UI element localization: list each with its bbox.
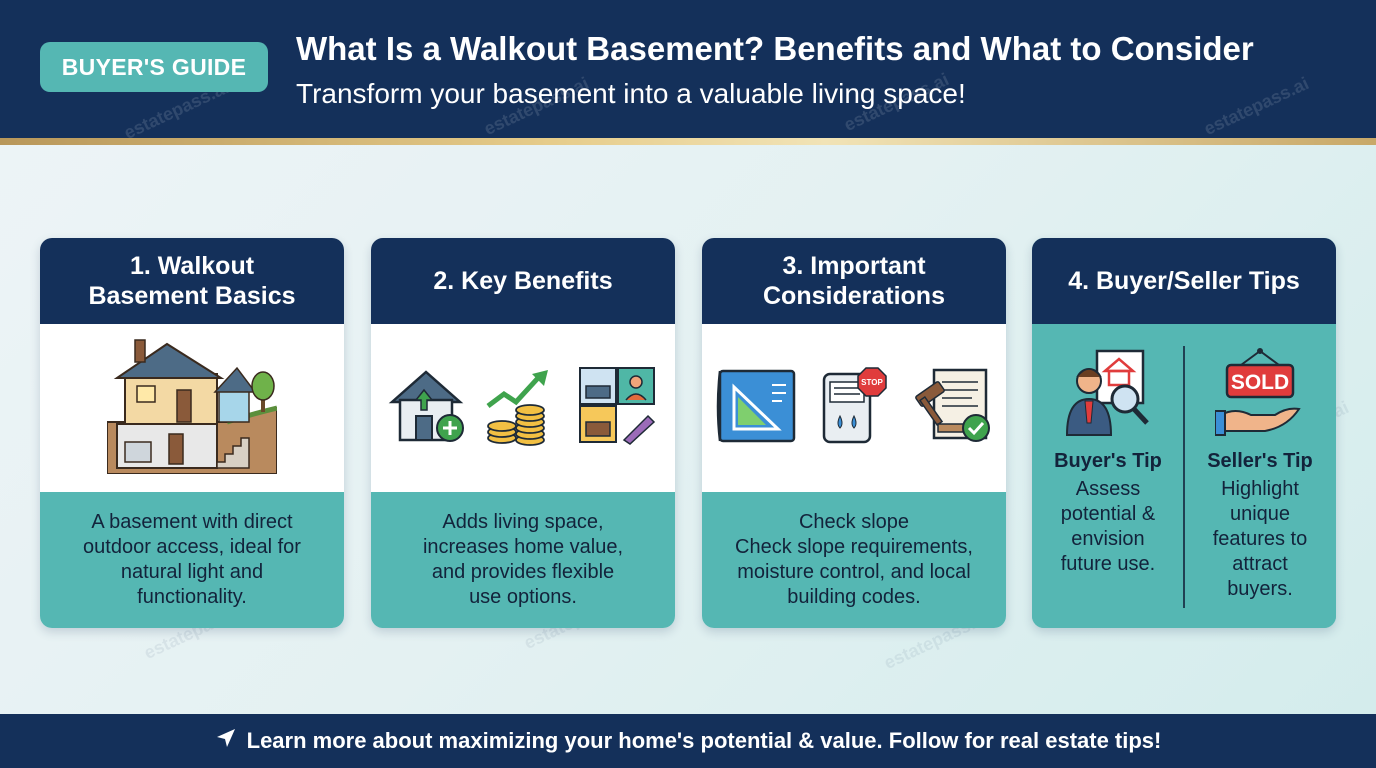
- card-walkout-basics: 1. Walkout Basement Basics: [40, 238, 344, 628]
- card-buyer-seller-tips: 4. Buyer/Seller Tips: [1032, 238, 1336, 628]
- tips-panel: Buyer's Tip Assess potential & envision …: [1032, 324, 1336, 628]
- card-title-line: Considerations: [763, 282, 945, 310]
- card-text-line: Adds living space,: [442, 511, 604, 533]
- card-text-line: Check slope requirements,: [735, 536, 973, 558]
- card-text-line: functionality.: [137, 586, 247, 608]
- card-title-line: 2. Key Benefits: [433, 267, 613, 295]
- card-title: 2. Key Benefits: [371, 238, 675, 324]
- gold-divider: [0, 138, 1376, 145]
- tip-text-line: envision: [1071, 528, 1145, 550]
- walkout-house-icon: [106, 338, 278, 479]
- buyer-tip: Buyer's Tip Assess potential & envision …: [1032, 324, 1184, 628]
- slope-blueprint-icon: [716, 367, 798, 450]
- growth-coins-icon: [486, 366, 560, 451]
- card-text-line: increases home value,: [422, 536, 624, 558]
- card-text-line: natural light and: [120, 561, 264, 583]
- card-description: A basement with direct outdoor access, i…: [40, 492, 344, 628]
- card-description: Check slope Check slope requirements, mo…: [702, 492, 1006, 628]
- card-illustration: [371, 324, 675, 492]
- page-title: What Is a Walkout Basement? Benefits and…: [296, 30, 1254, 67]
- sold-sign-icon: SOLD: [1214, 347, 1305, 442]
- card-text-line: Check slope: [798, 511, 910, 533]
- card-text-line: use options.: [469, 586, 577, 608]
- seller-tip-text: Highlight unique features to attract buy…: [1213, 477, 1308, 602]
- card-text-line: A basement with direct: [91, 511, 293, 533]
- card-text-line: outdoor access, ideal for: [83, 536, 301, 558]
- tip-text-line: features to: [1212, 528, 1308, 550]
- tip-text-line: buyers.: [1227, 578, 1293, 600]
- tip-divider: [1183, 346, 1185, 608]
- seller-tip: SOLD Seller's Tip Highlight unique featu…: [1184, 324, 1336, 628]
- sold-label: SOLD: [1231, 371, 1289, 394]
- card-title-line: 3. Important: [782, 252, 926, 280]
- card-text-line: building codes.: [787, 586, 921, 608]
- building-code-icon: [912, 366, 992, 451]
- buyer-tip-title: Buyer's Tip: [1054, 450, 1162, 472]
- card-title: 4. Buyer/Seller Tips: [1032, 238, 1336, 324]
- tip-text-line: Highlight: [1221, 478, 1299, 500]
- card-title-line: Basement Basics: [88, 282, 296, 310]
- card-title-line: 1. Walkout: [129, 252, 255, 280]
- house-add-icon: [388, 366, 468, 451]
- page-subtitle: Transform your basement into a valuable …: [296, 78, 966, 109]
- stop-sign-label: STOP: [861, 378, 883, 387]
- tip-text-line: potential &: [1060, 503, 1156, 525]
- seller-tip-title: Seller's Tip: [1207, 450, 1313, 472]
- buyer-search-icon: [1063, 347, 1153, 442]
- tip-text-line: future use.: [1060, 553, 1156, 575]
- flexible-rooms-icon: [578, 366, 658, 451]
- card-title: 3. Important Considerations: [702, 238, 1006, 324]
- footer-text: Learn more about maximizing your home's …: [246, 728, 1162, 753]
- buyers-guide-badge: BUYER'S GUIDE: [40, 42, 268, 92]
- tip-text-line: unique: [1229, 503, 1291, 525]
- dehumidifier-icon: STOP: [820, 366, 890, 451]
- card-description: Adds living space, increases home value,…: [371, 492, 675, 628]
- card-title-line: 4. Buyer/Seller Tips: [1068, 267, 1300, 295]
- card-text-line: moisture control, and local: [737, 561, 971, 583]
- footer-banner: Learn more about maximizing your home's …: [0, 714, 1376, 768]
- card-considerations: 3. Important Considerations STOP: [702, 238, 1006, 628]
- tip-text-line: attract: [1232, 553, 1288, 575]
- card-title: 1. Walkout Basement Basics: [40, 238, 344, 324]
- buyer-tip-text: Assess potential & envision future use.: [1061, 477, 1156, 577]
- card-text-line: and provides flexible: [431, 561, 615, 583]
- card-illustration: [40, 324, 344, 492]
- card-key-benefits: 2. Key Benefits: [371, 238, 675, 628]
- tip-text-line: Assess: [1075, 478, 1141, 500]
- card-illustration: STOP: [702, 324, 1006, 492]
- send-arrow-icon: [215, 727, 237, 755]
